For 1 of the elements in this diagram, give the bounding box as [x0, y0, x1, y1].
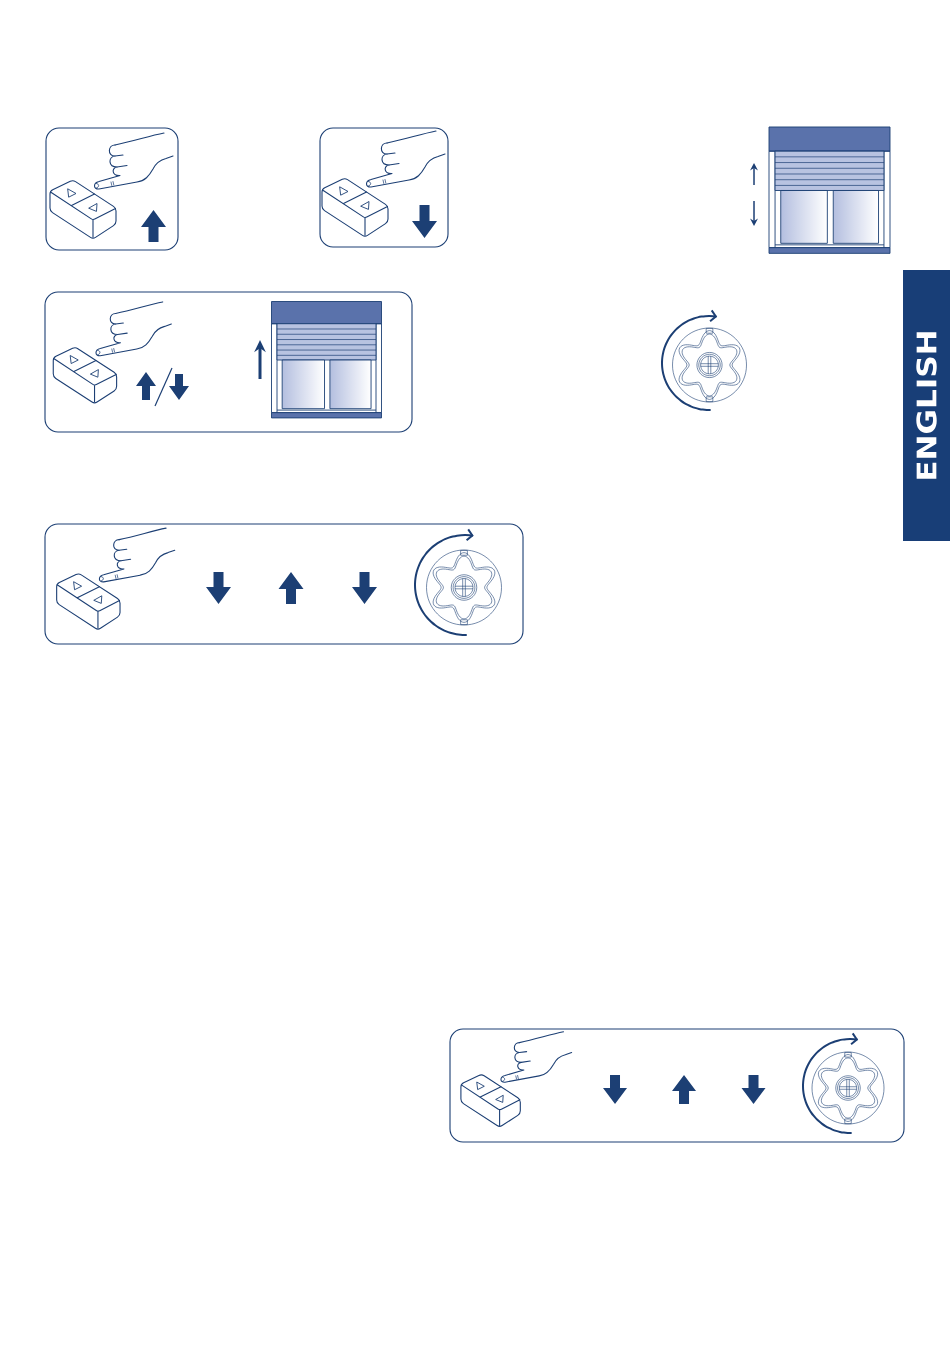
language-tab: ENGLISH: [903, 270, 950, 541]
